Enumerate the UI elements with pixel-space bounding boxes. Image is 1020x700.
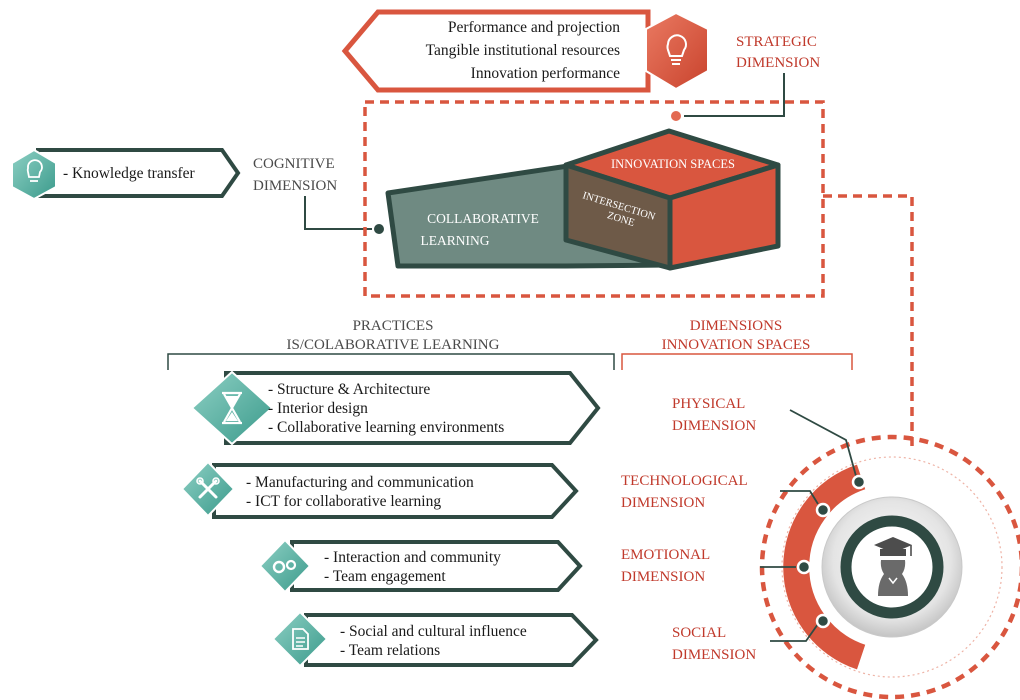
- practice-4-item-2: - Team relations: [340, 642, 440, 659]
- cognitive-label-line2: DIMENSION: [253, 178, 337, 194]
- practice-group-1: - Structure & Architecture - Interior de…: [190, 370, 601, 446]
- physical-node: [851, 474, 867, 490]
- practices-header-line2: IS/COLABORATIVE LEARNING: [287, 337, 500, 353]
- innovation-spaces-text: INNOVATION SPACES: [611, 157, 735, 171]
- innovation-block: COLLABORATIVE LEARNING INNOVATION SPACES…: [385, 128, 781, 271]
- practice-group-3: - Interaction and community - Team engag…: [258, 538, 583, 594]
- dimensions-circle: PHYSICAL DIMENSION TECHNOLOGICAL DIMENSI…: [621, 396, 1020, 700]
- dimensions-header-line1: DIMENSIONS: [690, 318, 783, 334]
- lightbulb-teal-icon: [11, 148, 57, 201]
- practice-3-item-2: - Team engagement: [324, 568, 446, 585]
- practice-1-item-2: - Interior design: [268, 400, 368, 417]
- technological-connector: [780, 490, 819, 505]
- document-icon: [271, 610, 329, 668]
- cognitive-connector: [304, 196, 372, 230]
- strategic-label-line1: STRATEGIC: [736, 34, 817, 50]
- practice-4-item-1: - Social and cultural influence: [340, 623, 527, 640]
- collaborative-line2: LEARNING: [421, 233, 490, 248]
- strategic-connector: [684, 73, 785, 117]
- right-dashed-connector: [823, 194, 914, 450]
- technological-label-line1: TECHNOLOGICAL: [621, 473, 748, 489]
- technological-node: [815, 502, 831, 518]
- cognitive-item: - Knowledge transfer: [63, 165, 196, 182]
- orange-arc: [783, 464, 866, 670]
- social-connector: [770, 623, 819, 642]
- practice-3-item-1: - Interaction and community: [324, 549, 501, 566]
- social-label-line2: DIMENSION: [672, 647, 756, 663]
- social-node: [815, 613, 831, 629]
- strategic-dimension-group: Performance and projection Tangible inst…: [341, 9, 820, 123]
- practice-1-item-3: - Collaborative learning environments: [268, 419, 504, 436]
- lightbulb-icon: [645, 11, 709, 91]
- emotional-label-line1: EMOTIONAL: [621, 547, 710, 563]
- practice-group-4: - Social and cultural influence - Team r…: [271, 610, 599, 668]
- strategic-item-3: Innovation performance: [471, 65, 620, 82]
- strategic-banner: [341, 9, 651, 93]
- cognitive-connector-dot: [372, 222, 386, 236]
- strategic-item-1: Performance and projection: [448, 19, 620, 36]
- physical-label-line1: PHYSICAL: [672, 396, 745, 412]
- practices-header: PRACTICES IS/COLABORATIVE LEARNING: [167, 318, 615, 370]
- cognitive-label-line1: COGNITIVE: [253, 156, 335, 172]
- strategic-label-line2: DIMENSION: [736, 55, 820, 71]
- strategic-item-2: Tangible institutional resources: [426, 42, 620, 59]
- dimensions-header-line2: INNOVATION SPACES: [662, 337, 811, 353]
- dimensions-bracket: [621, 353, 853, 370]
- intersection-zone-face: [563, 162, 673, 271]
- practice-2-item-2: - ICT for collaborative learning: [246, 493, 441, 510]
- practice-2-item-1: - Manufacturing and communication: [246, 474, 474, 491]
- technological-label-line2: DIMENSION: [621, 495, 705, 511]
- emotional-label-line2: DIMENSION: [621, 569, 705, 585]
- dimensions-header: DIMENSIONS INNOVATION SPACES: [621, 318, 853, 370]
- cognitive-dimension-group: - Knowledge transfer COGNITIVE DIMENSION: [11, 148, 386, 236]
- practice-group-2: - Manufacturing and communication - ICT …: [180, 460, 579, 519]
- graduate-icon: [874, 537, 912, 596]
- central-dashed-box: [363, 100, 825, 298]
- collaborative-line1: COLLABORATIVE: [427, 211, 539, 226]
- social-label-line1: SOCIAL: [672, 625, 726, 641]
- practices-header-line1: PRACTICES: [353, 318, 434, 334]
- tools-icon: [180, 460, 236, 518]
- emotional-node: [796, 559, 812, 575]
- physical-connector: [789, 409, 857, 477]
- practice-1-item-1: - Structure & Architecture: [268, 381, 430, 398]
- hourglass-icon: [190, 370, 274, 446]
- gears-icon: [258, 538, 312, 594]
- physical-label-line2: DIMENSION: [672, 418, 756, 434]
- strategic-connector-dot: [669, 109, 683, 123]
- practices-bracket: [167, 353, 615, 370]
